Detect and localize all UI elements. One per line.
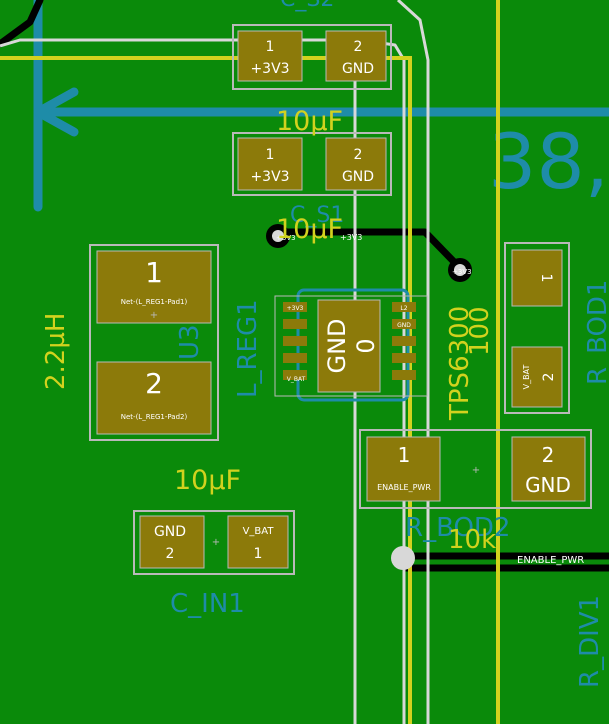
r-bod1-pad1-number: 1 bbox=[538, 274, 554, 283]
c-in1-pad2-net: GND bbox=[154, 524, 186, 540]
track-black bbox=[0, 0, 609, 572]
via-label: +3V3 bbox=[276, 234, 296, 242]
r-bod1-pad2-number: 2 bbox=[541, 373, 557, 382]
u3-center-pad-net: GND bbox=[323, 318, 351, 373]
component-c-s1[interactable]: 1 +3V3 2 GND bbox=[232, 132, 392, 196]
track-yellow bbox=[0, 0, 500, 724]
u3-right-pins bbox=[392, 302, 416, 380]
r-bod2-value: 10k bbox=[448, 525, 496, 555]
u3-pin-label-vbat: V_BAT bbox=[287, 376, 306, 383]
l-reg1-pad2-net: Net-(L_REG1-Pad2) bbox=[121, 413, 188, 421]
c-s1-pad2-net: GND bbox=[342, 169, 374, 185]
l-reg1-center-mark: + bbox=[150, 310, 158, 321]
u3-reference: U3 bbox=[175, 324, 205, 360]
u3-pin-label-l2: L2 bbox=[400, 305, 407, 312]
r-bod2-pad1-net: ENABLE_PWR bbox=[377, 483, 431, 492]
u3-center-pad-number: 0 bbox=[352, 338, 380, 353]
component-l-reg1[interactable]: 1 Net-(L_REG1-Pad1) 2 Net-(L_REG1-Pad2) … bbox=[89, 244, 219, 441]
c-in1-pad1-net: V_BAT bbox=[243, 526, 275, 537]
component-c-in1[interactable]: GND 2 V_BAT 1 + bbox=[133, 510, 295, 575]
c-in1-pad2-number: 2 bbox=[166, 546, 175, 562]
r-bod2-pad1-number: 1 bbox=[398, 443, 411, 467]
via-label-2: +3V3 bbox=[452, 268, 472, 276]
l-reg1-pad2-number: 2 bbox=[145, 367, 163, 400]
l-reg1-reference: L_REG1 bbox=[233, 299, 263, 398]
r-bod1-pad2-net: V_BAT bbox=[522, 365, 531, 390]
u3-pin-label-gnd: GND bbox=[397, 322, 411, 329]
c-s2-reference: C_S2 bbox=[280, 0, 334, 12]
c-in1-pad1-number: 1 bbox=[254, 546, 263, 562]
c-in1-reference: C_IN1 bbox=[170, 589, 245, 619]
c-s2-pad2-number: 2 bbox=[354, 39, 363, 55]
c-s1-pad1-number: 1 bbox=[266, 147, 275, 163]
c-s1-pad1-net: +3V3 bbox=[250, 169, 289, 185]
c-in1-center-mark: + bbox=[212, 537, 220, 548]
dimension-text: 38, bbox=[488, 117, 609, 206]
c-s2-pad2-net: GND bbox=[342, 61, 374, 77]
c-s1-pad2-number: 2 bbox=[354, 147, 363, 163]
track-label-3v3: +3V3 bbox=[340, 233, 362, 242]
c-s1-value: 10µF bbox=[276, 214, 343, 245]
r-bod2-center-mark: + bbox=[472, 465, 480, 476]
component-r-bod2[interactable]: 1 ENABLE_PWR 2 GND + bbox=[359, 429, 592, 509]
vias bbox=[266, 224, 472, 570]
r-bod2-pad2-number: 2 bbox=[542, 443, 555, 467]
c-s1-reference: C_S1 bbox=[290, 203, 344, 228]
c-s2-pad1-number: 1 bbox=[266, 39, 275, 55]
u3-pin-label-vout: +3V3 bbox=[287, 305, 304, 312]
r-div1-reference: R_DIV1 bbox=[575, 595, 605, 688]
component-c-s2[interactable]: 1 +3V3 2 GND bbox=[232, 24, 392, 90]
c-s1-value-top: 10µF bbox=[276, 106, 343, 137]
u3-value: TPS6300 bbox=[445, 306, 475, 421]
u3-left-pins bbox=[283, 302, 307, 380]
c-s2-pad1-net: +3V3 bbox=[250, 61, 289, 77]
r-bod1-value: 100 bbox=[465, 306, 495, 356]
l-reg1-pad1-number: 1 bbox=[145, 256, 163, 289]
c-in1-value: 10µF bbox=[174, 465, 241, 496]
r-bod2-reference: R_BOD2 bbox=[405, 513, 510, 543]
track-label-enable-pwr: ENABLE_PWR bbox=[517, 555, 584, 566]
dimension-arrow bbox=[33, 0, 609, 212]
r-bod1-reference: R_BOD1 bbox=[583, 280, 609, 385]
l-reg1-value: 2.2µH bbox=[41, 313, 71, 390]
l-reg1-pad1-net: Net-(L_REG1-Pad1) bbox=[121, 298, 188, 306]
component-u3[interactable]: +3V3 V_BAT L2 GND GND 0 bbox=[274, 288, 428, 402]
component-r-bod1[interactable]: 1 2 V_BAT bbox=[504, 242, 570, 414]
r-bod2-pad2-net: GND bbox=[525, 473, 571, 497]
